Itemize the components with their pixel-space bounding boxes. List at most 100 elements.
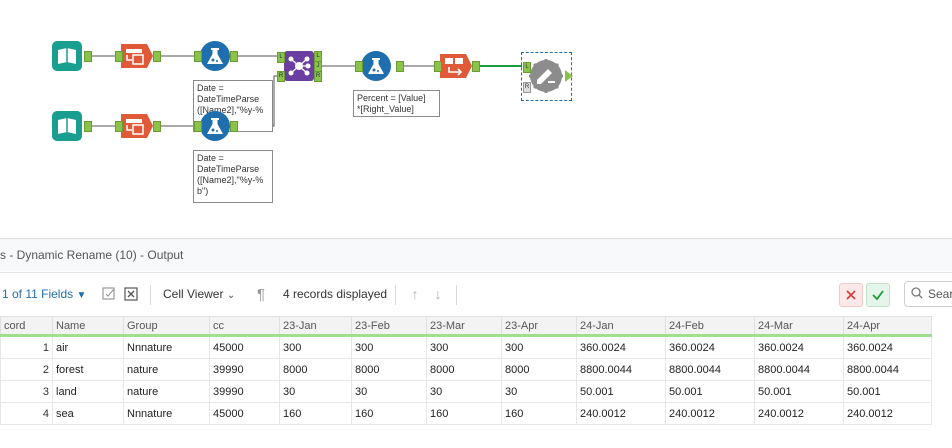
table-cell[interactable]: 240.0012	[665, 402, 755, 425]
column-header-23-apr[interactable]: 23-Apr	[501, 316, 577, 337]
checkmark-icon[interactable]	[866, 283, 890, 307]
table-cell[interactable]: sea	[52, 402, 124, 425]
table-cell[interactable]: nature	[123, 380, 210, 403]
output-anchor[interactable]	[153, 51, 161, 62]
table-cell[interactable]: 8800.0044	[754, 358, 844, 381]
table-row[interactable]: 4 sea Nnnature 45000 160 160 160 160 240…	[0, 402, 932, 425]
table-cell[interactable]: Nnnature	[123, 402, 210, 425]
table-cell[interactable]: 360.0024	[576, 335, 666, 359]
column-header-24-feb[interactable]: 24-Feb	[665, 316, 755, 337]
arrow-up-icon[interactable]: ↑	[411, 286, 419, 302]
table-cell[interactable]: 39990	[209, 380, 280, 403]
table-cell[interactable]: 8800.0044	[665, 358, 755, 381]
macro-output-anchor[interactable]	[565, 70, 573, 82]
table-cell[interactable]: 50.001	[576, 380, 666, 403]
input-anchor[interactable]	[194, 121, 202, 132]
table-cell[interactable]: 360.0024	[665, 335, 755, 359]
output-anchor[interactable]	[153, 121, 161, 132]
table-cell[interactable]: 30	[279, 380, 352, 403]
table-cell[interactable]: 50.001	[665, 380, 755, 403]
table-cell[interactable]: 300	[351, 335, 427, 359]
table-cell[interactable]: 8000	[501, 358, 577, 381]
dynamic-rename-tool[interactable]	[440, 51, 472, 81]
join-right-input-anchor[interactable]: R	[277, 71, 285, 82]
table-cell[interactable]: 160	[351, 402, 427, 425]
workflow-canvas[interactable]: Date = DateTimeParse ([Name2],"%y-% Date…	[0, 0, 952, 236]
macro-right-input-anchor[interactable]: R	[523, 82, 531, 93]
output-anchor[interactable]	[84, 121, 92, 132]
table-cell[interactable]: nature	[123, 358, 210, 381]
table-cell[interactable]: 360.0024	[754, 335, 844, 359]
column-header-23-mar[interactable]: 23-Mar	[426, 316, 502, 337]
column-header-24-jan[interactable]: 24-Jan	[576, 316, 666, 337]
table-cell[interactable]: 240.0012	[576, 402, 666, 425]
edit-check-icon[interactable]	[98, 283, 120, 305]
table-cell[interactable]: 160	[426, 402, 502, 425]
output-anchor[interactable]	[396, 61, 404, 72]
pilcrow-icon[interactable]: ¶	[256, 285, 266, 303]
input-anchor[interactable]	[115, 51, 123, 62]
column-header-cc[interactable]: cc	[209, 316, 280, 337]
table-row[interactable]: 3 land nature 39990 30 30 30 30 50.001 5…	[0, 380, 932, 403]
input-anchor[interactable]	[434, 61, 442, 72]
macro-left-input-anchor[interactable]: L	[523, 62, 531, 73]
column-header-24-mar[interactable]: 24-Mar	[754, 316, 844, 337]
join-tool[interactable]	[284, 51, 314, 81]
table-cell[interactable]: 240.0012	[843, 402, 932, 425]
table-cell[interactable]: 160	[501, 402, 577, 425]
input-anchor[interactable]	[355, 61, 363, 72]
table-cell[interactable]: land	[52, 380, 124, 403]
macro-tool[interactable]	[528, 58, 564, 94]
table-cell[interactable]: 240.0012	[754, 402, 844, 425]
input-data-tool-1[interactable]	[52, 41, 82, 71]
output-anchor[interactable]	[230, 121, 238, 132]
fields-selector[interactable]: 1 of 11 Fields ▼	[2, 273, 86, 315]
cross-tab-tool-2[interactable]	[121, 111, 153, 141]
table-cell[interactable]: 8000	[426, 358, 502, 381]
output-anchor[interactable]	[472, 61, 480, 72]
table-row[interactable]: 2 forest nature 39990 8000 8000 8000 800…	[0, 358, 932, 381]
table-cell[interactable]: Nnnature	[123, 335, 210, 359]
table-cell[interactable]: 8800.0044	[576, 358, 666, 381]
output-anchor[interactable]	[84, 51, 92, 62]
table-cell[interactable]: 30	[426, 380, 502, 403]
table-cell[interactable]: 300	[501, 335, 577, 359]
join-left-input-anchor[interactable]: L	[277, 52, 285, 63]
input-data-tool-2[interactable]	[52, 111, 82, 141]
formula-tool-1[interactable]	[200, 41, 230, 71]
table-cell[interactable]: 8000	[351, 358, 427, 381]
cell-viewer-dropdown[interactable]: Cell Viewer ⌄	[163, 273, 235, 315]
table-cell[interactable]: 39990	[209, 358, 280, 381]
input-anchor[interactable]	[115, 121, 123, 132]
table-cell[interactable]: air	[52, 335, 124, 359]
close-x-icon[interactable]	[839, 283, 863, 307]
clear-x-icon[interactable]	[120, 283, 142, 305]
cross-tab-tool-1[interactable]	[121, 41, 153, 71]
table-cell[interactable]: 300	[426, 335, 502, 359]
table-cell[interactable]: 160	[279, 402, 352, 425]
table-cell[interactable]: 50.001	[843, 380, 932, 403]
column-header-23-feb[interactable]: 23-Feb	[351, 316, 427, 337]
table-cell[interactable]: 45000	[209, 402, 280, 425]
column-header-name[interactable]: Name	[52, 316, 124, 337]
formula-tool-2[interactable]	[200, 111, 230, 141]
table-cell[interactable]: forest	[52, 358, 124, 381]
arrow-down-icon[interactable]: ↓	[434, 286, 442, 302]
table-cell[interactable]: 360.0024	[843, 335, 932, 359]
table-cell[interactable]: 50.001	[754, 380, 844, 403]
column-header-24-apr[interactable]: 24-Apr	[843, 316, 932, 337]
table-row[interactable]: 1 air Nnnature 45000 300 300 300 300 360…	[0, 335, 932, 359]
table-cell[interactable]: 45000	[209, 335, 280, 359]
column-header-record[interactable]: cord	[0, 316, 53, 337]
table-cell[interactable]: 300	[279, 335, 352, 359]
output-anchor[interactable]	[230, 51, 238, 62]
table-cell[interactable]: 30	[351, 380, 427, 403]
input-anchor[interactable]	[194, 51, 202, 62]
table-cell[interactable]: 8000	[279, 358, 352, 381]
formula-tool-3[interactable]	[361, 51, 391, 81]
column-header-group[interactable]: Group	[123, 316, 210, 337]
column-header-23-jan[interactable]: 23-Jan	[279, 316, 352, 337]
table-cell[interactable]: 8800.0044	[843, 358, 932, 381]
join-right-output-anchor[interactable]: R	[314, 71, 322, 82]
